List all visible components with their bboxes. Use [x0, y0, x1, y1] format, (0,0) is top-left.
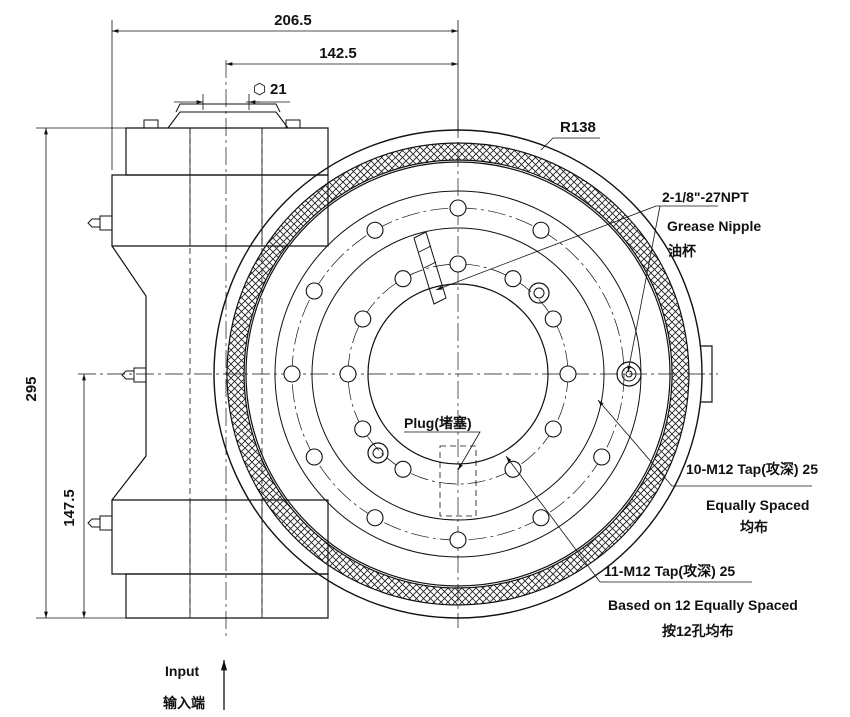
outer-tap-hole [283, 365, 301, 383]
inner-tap-hole [504, 270, 522, 288]
inner-tap-hole [559, 365, 577, 383]
grease-nipple-spec: 2-1/8"-27NPT [662, 189, 749, 205]
inner-tap-hole [394, 270, 412, 288]
outer-tap-hole [532, 509, 550, 527]
dimension-hex [174, 94, 290, 110]
outer-tap-hole [449, 199, 467, 217]
tap-10-leader [597, 399, 812, 487]
grease-nipple-leaders [435, 205, 718, 373]
hex-symbol: ⬡ [253, 81, 266, 98]
outer-tap-hole [449, 531, 467, 549]
outer-tap-holes [283, 199, 611, 549]
tap-10-en: Equally Spaced [706, 497, 809, 513]
plug-label: Plug(堵塞) [404, 415, 472, 431]
outer-tap-hole [366, 509, 384, 527]
radius-leader [540, 137, 600, 151]
inner-tap-hole [504, 460, 522, 478]
outer-tap-hole [305, 282, 323, 300]
grease-nipple-front-upper [528, 282, 550, 304]
tap-10-spec: 10-M12 Tap(攻深) 25 [686, 461, 818, 477]
input-label-en: Input [165, 663, 200, 679]
grease-nipple-side-middle [121, 367, 147, 383]
tap-10-cn: 均布 [740, 519, 768, 535]
housing-side-view [111, 103, 329, 619]
grease-nipple-cn: 油杯 [668, 243, 697, 259]
plug-leader [404, 431, 481, 471]
inner-tap-hole [544, 310, 562, 328]
tap-11-en: Based on 12 Equally Spaced [608, 597, 798, 613]
grease-nipple-front-lower [367, 442, 389, 464]
outer-tap-hole [593, 448, 611, 466]
tap-11-leader [505, 455, 752, 583]
dimension-height-overall [36, 127, 126, 619]
grease-nipple-side-lower [87, 515, 113, 531]
tap-11-cn: 按12孔均布 [662, 623, 734, 639]
grease-nipple-angled [413, 231, 447, 305]
outer-tap-hole [366, 221, 384, 239]
dim-height-center-label: 147.5 [61, 489, 78, 527]
dim-width-center-label: 142.5 [319, 45, 357, 62]
inner-tap-hole [339, 365, 357, 383]
dimension-width-overall [111, 20, 459, 170]
input-label-cn: 输入端 [163, 695, 205, 711]
dim-height-overall-label: 295 [23, 376, 40, 401]
grease-nipple-side-upper [87, 215, 113, 231]
inner-tap-hole [394, 460, 412, 478]
radius-label: R138 [560, 119, 596, 136]
inner-tap-hole [354, 420, 372, 438]
inner-tap-hole [544, 420, 562, 438]
inner-tap-hole [354, 310, 372, 328]
tap-11-spec: 11-M12 Tap(攻深) 25 [604, 563, 735, 579]
outer-tap-hole [305, 448, 323, 466]
dim-width-overall-label: 206.5 [274, 12, 312, 29]
inner-tap-holes [339, 255, 577, 478]
inner-tap-hole [449, 255, 467, 273]
dim-hex-label: 21 [270, 81, 287, 98]
outer-tap-hole [532, 221, 550, 239]
grease-nipple-en: Grease Nipple [667, 218, 761, 234]
